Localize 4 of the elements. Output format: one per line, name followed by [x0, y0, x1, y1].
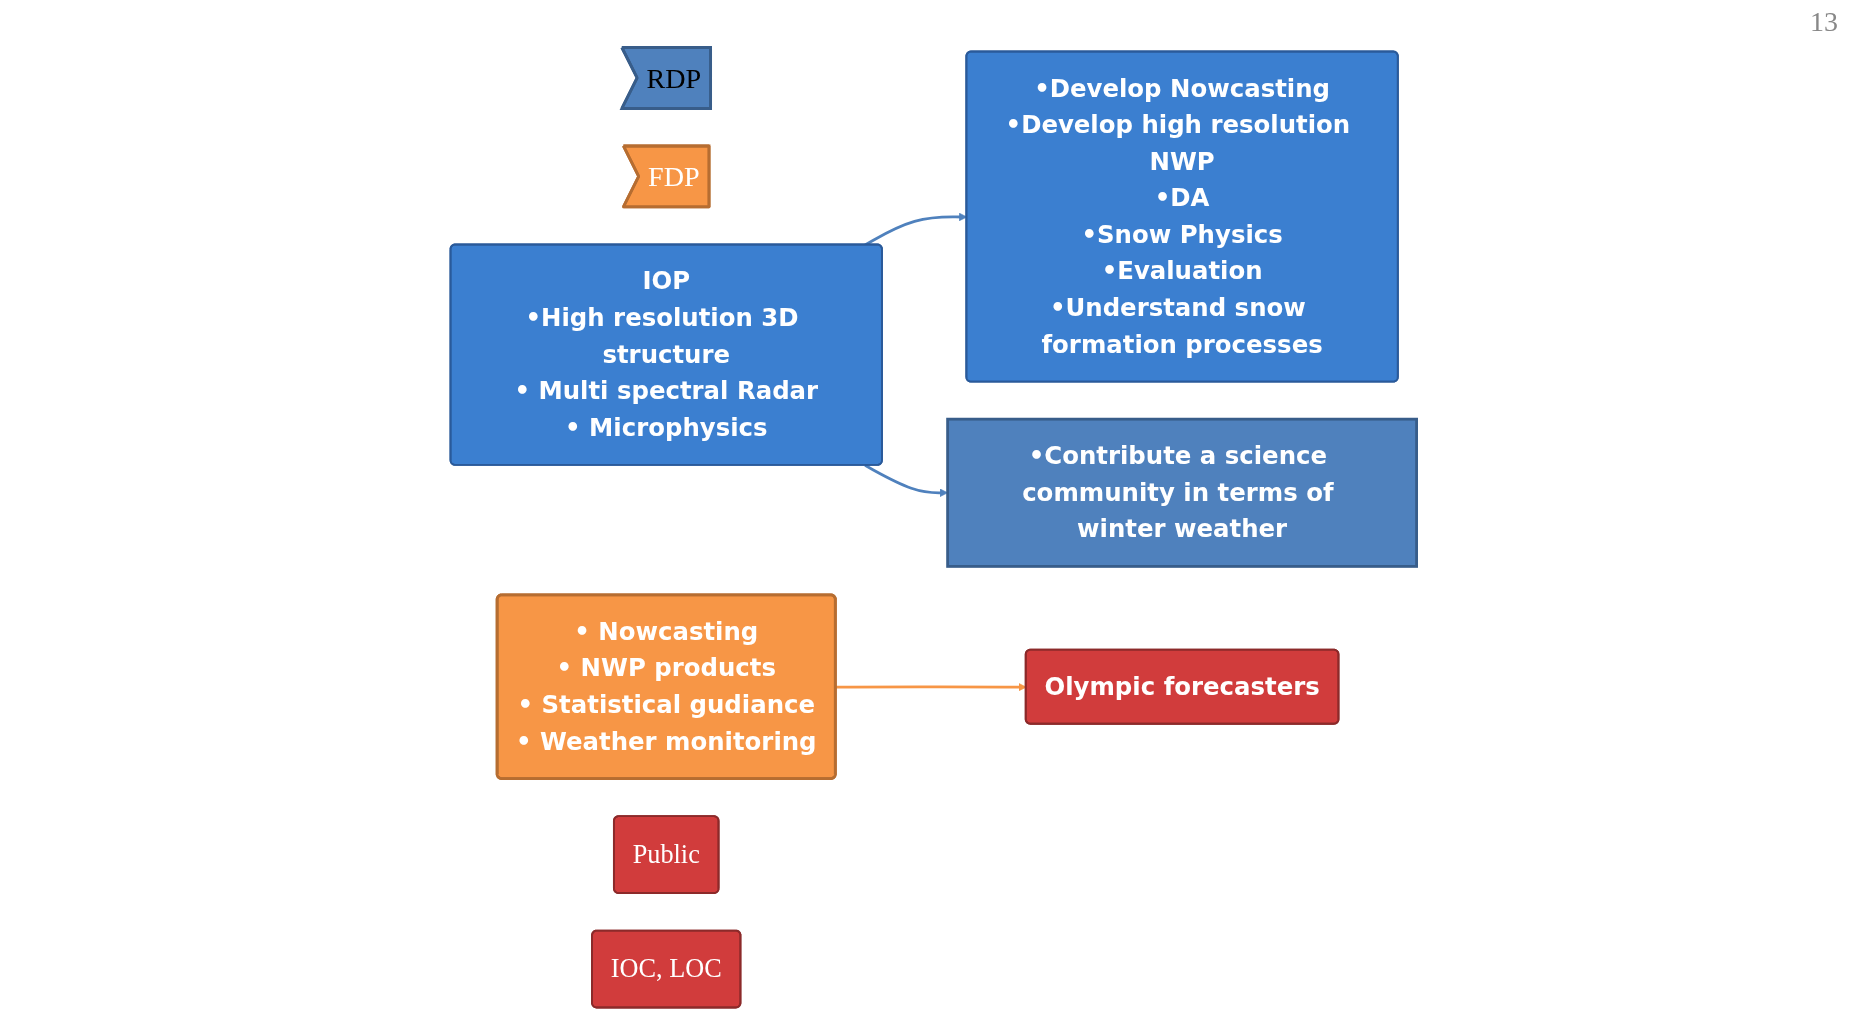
arrow — [836, 683, 1027, 692]
node-box: •Contribute a science community in terms of winter weather — [946, 417, 1419, 568]
page-number: 13 — [1810, 6, 1838, 37]
arrow — [864, 464, 949, 497]
